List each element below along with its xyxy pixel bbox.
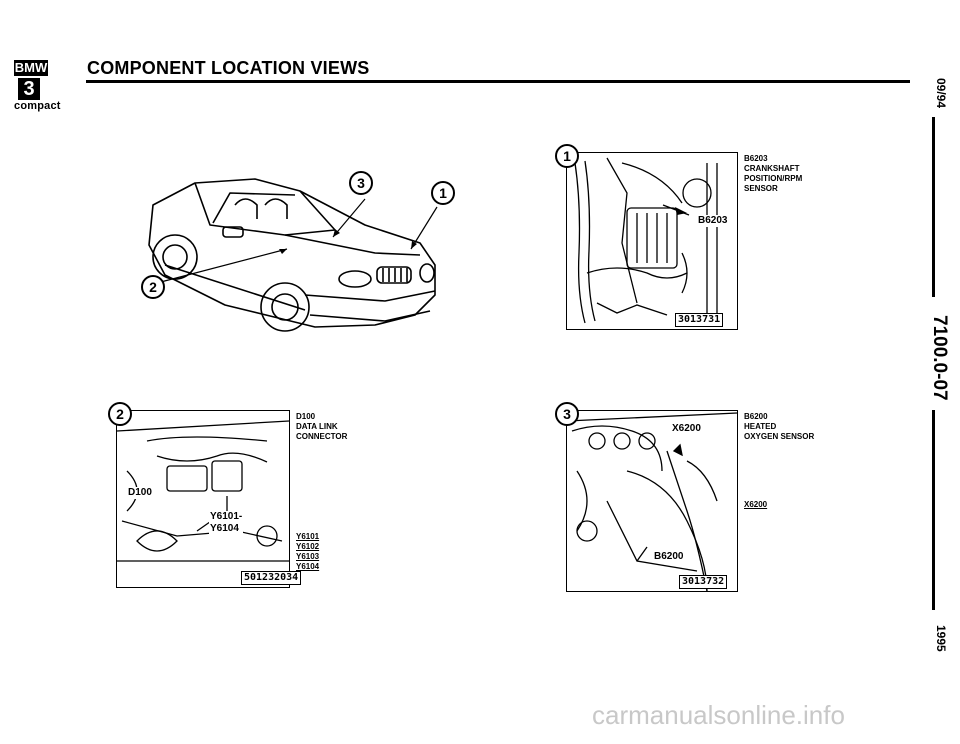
car-drawing <box>148 178 438 332</box>
panel1-callout: 1 <box>555 144 579 168</box>
panel3-callout: 3 <box>555 402 579 426</box>
panel2-callout: 2 <box>108 402 132 426</box>
oxygen-sensor-photo: X6200 B6200 3013732 <box>566 410 738 592</box>
panel3-tag-x6200: X6200 <box>671 423 702 435</box>
panel1-tag-b6203: B6203 <box>697 215 729 227</box>
panel3-tag-b6200: B6200 <box>653 551 685 563</box>
overview-callout-1: 1 <box>431 181 455 205</box>
engine-bay-drawing-2 <box>116 420 290 562</box>
panel2-legend: D100 DATA LINK CONNECTOR <box>296 412 348 441</box>
title-rule <box>86 80 910 83</box>
panel2-tag-y6101-y6104: Y6101- Y6104 <box>209 511 244 535</box>
logo-subtitle: compact <box>14 100 61 112</box>
data-link-connector-photo: D100 Y6101- Y6104 501232034 <box>116 410 302 588</box>
logo-model: 3 <box>18 78 40 100</box>
panel1-legend: B6203 CRANKSHAFT POSITION/RPM SENSOR <box>744 154 803 193</box>
panel1-figure-number: 3013731 <box>675 313 724 327</box>
bmw-3-compact-logo: BMW 3 compact <box>14 60 82 112</box>
logo-brand: BMW <box>14 60 48 76</box>
car-overview-illustration: 2 3 1 <box>135 165 455 345</box>
overview-callout-3: 3 <box>349 171 373 195</box>
engine-bay-drawing-1 <box>574 157 718 324</box>
margin-rule-bottom <box>932 410 935 610</box>
watermark: carmanualsonline.info <box>592 700 845 730</box>
overview-callout-2: 2 <box>141 275 165 299</box>
page-title: COMPONENT LOCATION VIEWS <box>87 58 370 78</box>
margin-rule-top <box>932 117 935 297</box>
underbody-drawing-3 <box>566 412 738 592</box>
panel2-figure-number: 501232034 <box>241 571 302 585</box>
panel3-figure-number: 3013732 <box>679 575 728 589</box>
panel3-x6200-label: X6200 <box>744 500 768 509</box>
panel3-legend: B6200 HEATED OXYGEN SENSOR <box>744 412 815 441</box>
panel2-tag-d100: D100 <box>127 487 153 499</box>
crankshaft-sensor-photo: B6203 3013731 <box>566 152 738 330</box>
panel2-y-legend: Y6101 Y6102 Y6103 Y6104 <box>296 532 320 571</box>
